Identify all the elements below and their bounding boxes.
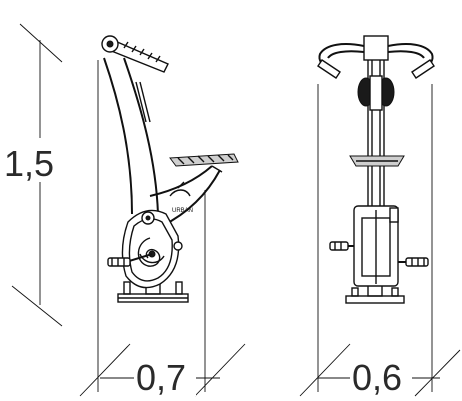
side-main-post-back bbox=[123, 57, 159, 215]
side-seat bbox=[169, 153, 239, 167]
front-housing-knob bbox=[389, 207, 399, 223]
height-label: 1,5 bbox=[4, 143, 54, 184]
side-brand-text: URBAN bbox=[172, 208, 193, 214]
front-top-cap bbox=[363, 35, 389, 61]
height-tick-bottom bbox=[11, 285, 63, 327]
front-grip-left bbox=[317, 59, 341, 79]
side-width-label: 0,7 bbox=[136, 357, 186, 398]
front-width-label: 0,6 bbox=[352, 357, 402, 398]
side-tick-left bbox=[79, 343, 131, 397]
side-base-foot-right bbox=[175, 281, 183, 295]
side-base-foot-left bbox=[123, 281, 131, 295]
side-tick-right bbox=[194, 343, 246, 397]
side-seat-arm-lower bbox=[161, 169, 221, 227]
side-view: 0,7 URBAN bbox=[79, 35, 246, 398]
side-seat-arm-upper bbox=[149, 165, 213, 197]
front-tick-right bbox=[414, 349, 461, 397]
front-grip-right bbox=[411, 59, 435, 79]
front-pedal-right bbox=[405, 257, 429, 267]
front-tick-left bbox=[299, 343, 351, 397]
front-base-plate bbox=[345, 295, 405, 304]
height-tick-top bbox=[19, 23, 63, 63]
height-dimension: 1,5 bbox=[4, 23, 64, 327]
side-housing-knob bbox=[173, 241, 183, 251]
side-main-post-front bbox=[103, 57, 133, 215]
front-pedal-left bbox=[329, 241, 349, 251]
front-view: 0,6 bbox=[299, 35, 461, 398]
side-brand-logo bbox=[169, 181, 191, 197]
